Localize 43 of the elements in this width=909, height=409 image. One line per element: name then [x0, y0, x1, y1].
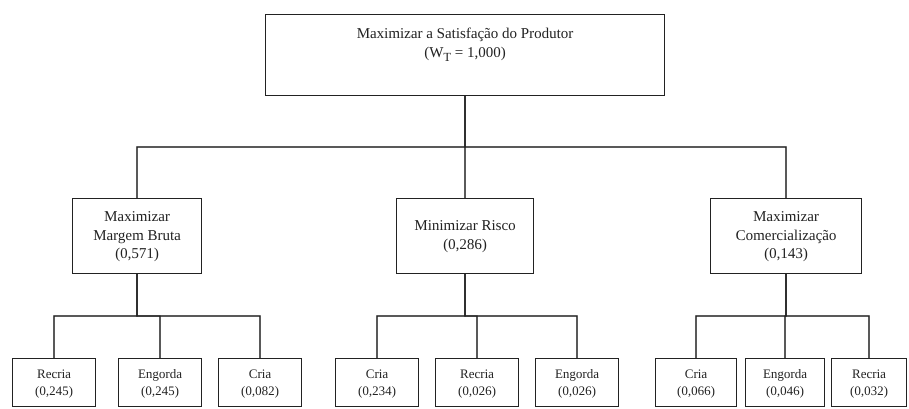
weight-value: (W$_{T}$ = 1,000)	[424, 44, 506, 66]
criterion-name: Cria	[366, 366, 388, 382]
connector-line	[136, 274, 261, 358]
hierarchy-box	[218, 358, 302, 407]
connector-line	[464, 274, 578, 358]
connector-line	[464, 96, 787, 198]
weight-value: (0,245)	[35, 382, 73, 399]
criterion-name: Maximizar a Satisfação do Produtor	[356, 25, 574, 44]
weight-value: (0,032)	[850, 382, 888, 399]
hierarchy-box	[435, 358, 519, 407]
weight-value: (0,571)	[115, 245, 159, 264]
criterion-name: Recria	[852, 366, 886, 382]
weight-value: (0,046)	[766, 382, 804, 399]
hierarchy-box	[745, 358, 825, 407]
weight-value: (0,245)	[141, 382, 179, 399]
hierarchy-box	[12, 358, 96, 407]
hierarchy-box	[118, 358, 202, 407]
criterion-name: Engorda	[762, 366, 808, 382]
hierarchy-box	[535, 358, 619, 407]
criterion-name: Maximizar Comercialização	[734, 208, 838, 246]
hierarchy-box	[831, 358, 907, 407]
hierarchy-box	[396, 198, 534, 274]
criterion-name: Recria	[37, 366, 71, 382]
weight-value: (0,286)	[443, 236, 487, 255]
weight-value: (0,026)	[558, 382, 596, 399]
hierarchy-box	[72, 198, 202, 274]
weight-value: (0,143)	[764, 245, 808, 264]
connector-line	[785, 274, 870, 358]
weight-value: (0,234)	[358, 382, 396, 399]
criterion-name: Recria	[460, 366, 494, 382]
criterion-name: Cria	[684, 366, 708, 382]
criterion-name: Cria	[248, 366, 272, 382]
criterion-name: Maximizar Margem Bruta	[92, 208, 182, 246]
hierarchy-box	[655, 358, 737, 407]
hierarchy-box	[265, 14, 665, 96]
weight-value: (0,026)	[458, 382, 496, 399]
criterion-name: Minimizar Risco	[414, 217, 516, 236]
hierarchy-box	[335, 358, 419, 407]
hierarchy-box	[710, 198, 862, 274]
weight-value: (0,082)	[241, 382, 279, 399]
criterion-name: Engorda	[138, 366, 182, 382]
criterion-name: Engorda	[554, 366, 600, 382]
weight-value: (0,066)	[677, 382, 715, 399]
